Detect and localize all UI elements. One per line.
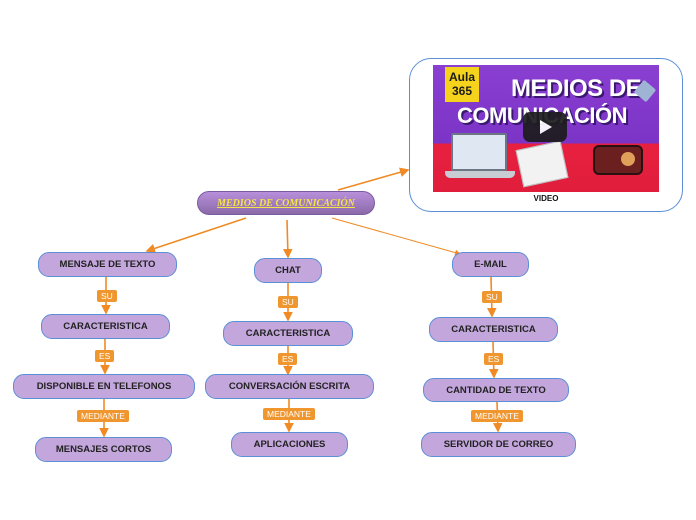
- node-mensaje-de-texto[interactable]: MENSAJE DE TEXTO: [38, 252, 177, 277]
- node-caracteristica[interactable]: CARACTERISTICA: [429, 317, 558, 342]
- link-label-es: ES: [278, 353, 298, 365]
- laptop-icon: [451, 133, 507, 171]
- node-label: CHAT: [275, 265, 301, 276]
- node-label: SERVIDOR DE CORREO: [443, 439, 554, 450]
- node-label: E-MAIL: [474, 259, 507, 270]
- node-disponible-en-telefonos[interactable]: DISPONIBLE EN TELEFONOS: [13, 374, 195, 399]
- node-label: CARACTERISTICA: [63, 321, 148, 332]
- radio-icon: [593, 145, 643, 175]
- node-caracteristica[interactable]: CARACTERISTICA: [41, 314, 170, 339]
- node-conversacion-escrita[interactable]: CONVERSACIÓN ESCRITA: [205, 374, 374, 399]
- node-label: CANTIDAD DE TEXTO: [446, 384, 546, 396]
- node-label: MENSAJE DE TEXTO: [59, 259, 156, 270]
- link-label-su: SU: [278, 296, 298, 308]
- video-label: VIDEO: [533, 194, 559, 203]
- node-label: DISPONIBLE EN TELEFONOS: [36, 381, 172, 392]
- newspaper-icon: [515, 140, 569, 188]
- node-mensajes-cortos[interactable]: MENSAJES CORTOS: [35, 437, 172, 462]
- node-label: CARACTERISTICA: [451, 324, 536, 335]
- link-label-su: SU: [482, 291, 502, 303]
- thumbnail-title-line1: MEDIOS DE: [511, 75, 642, 102]
- node-e-mail[interactable]: E-MAIL: [452, 252, 529, 277]
- link-label-es: ES: [95, 350, 115, 362]
- link-label-mediante: MEDIANTE: [471, 410, 523, 422]
- node-caracteristica[interactable]: CARACTERISTICA: [223, 321, 353, 346]
- root-node[interactable]: MEDIOS DE COMUNICACIÓN: [197, 191, 375, 215]
- node-aplicaciones[interactable]: APLICACIONES: [231, 432, 348, 457]
- node-label: APLICACIONES: [253, 439, 326, 450]
- node-label: CARACTERISTICA: [245, 328, 331, 339]
- link-label-su: SU: [97, 290, 117, 302]
- link-label-mediante: MEDIANTE: [77, 410, 129, 422]
- link-label-es: ES: [484, 353, 504, 365]
- root-label: MEDIOS DE COMUNICACIÓN: [217, 197, 355, 209]
- link-label-mediante: MEDIANTE: [263, 408, 315, 420]
- node-label: MENSAJES CORTOS: [55, 444, 152, 455]
- laptop-base-icon: [445, 171, 515, 178]
- node-chat[interactable]: CHAT: [254, 258, 322, 283]
- node-cantidad-de-texto[interactable]: CANTIDAD DE TEXTO: [423, 378, 569, 402]
- play-button-icon[interactable]: [523, 112, 567, 142]
- node-servidor-de-correo[interactable]: SERVIDOR DE CORREO: [421, 432, 576, 457]
- node-label: CONVERSACIÓN ESCRITA: [228, 381, 351, 392]
